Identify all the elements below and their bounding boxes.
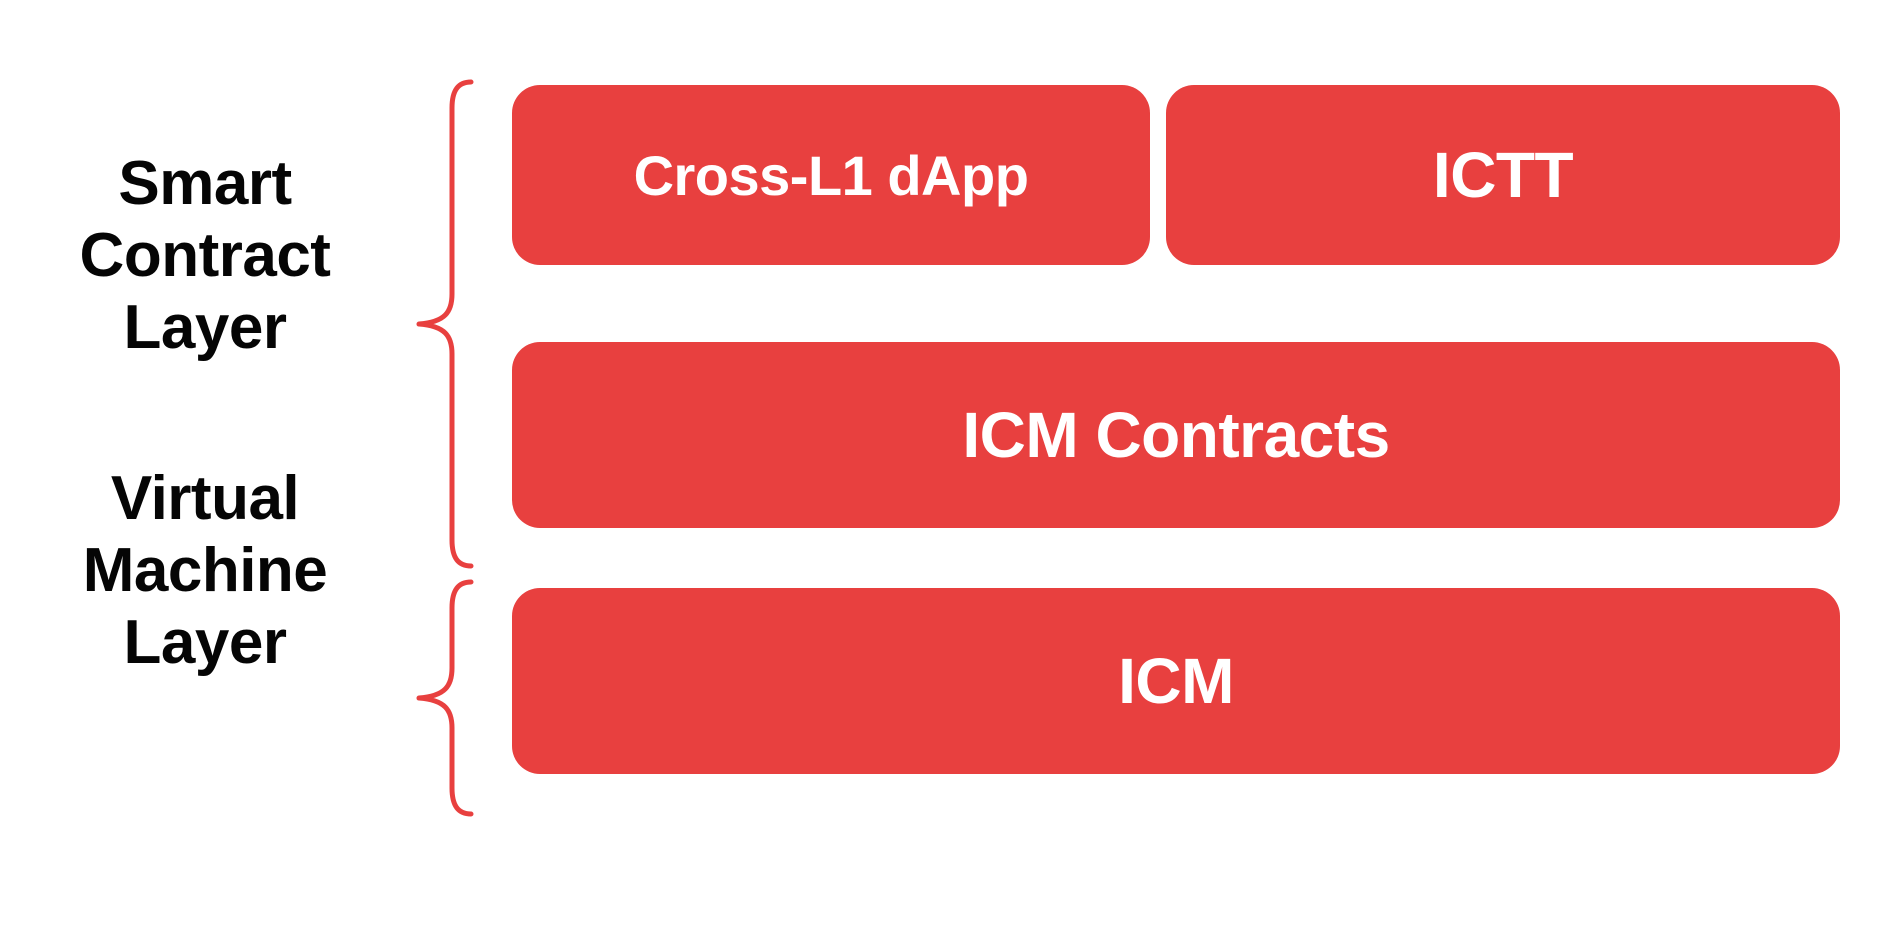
node-box-icm-contracts[interactable]: ICM Contracts bbox=[512, 342, 1840, 528]
node-box-cross-l1-dapp[interactable]: Cross-L1 dApp bbox=[512, 85, 1150, 265]
layer-label-virtual-machine: Virtual Machine Layer bbox=[82, 464, 328, 677]
curly-brace-icon-smart-contract bbox=[416, 79, 474, 569]
node-box-icm[interactable]: ICM bbox=[512, 588, 1840, 774]
curly-brace-icon-virtual-machine bbox=[416, 579, 474, 817]
layer-label-smart-contract: Smart Contract Layer bbox=[79, 149, 331, 362]
node-box-ictt[interactable]: ICTT bbox=[1166, 85, 1840, 265]
